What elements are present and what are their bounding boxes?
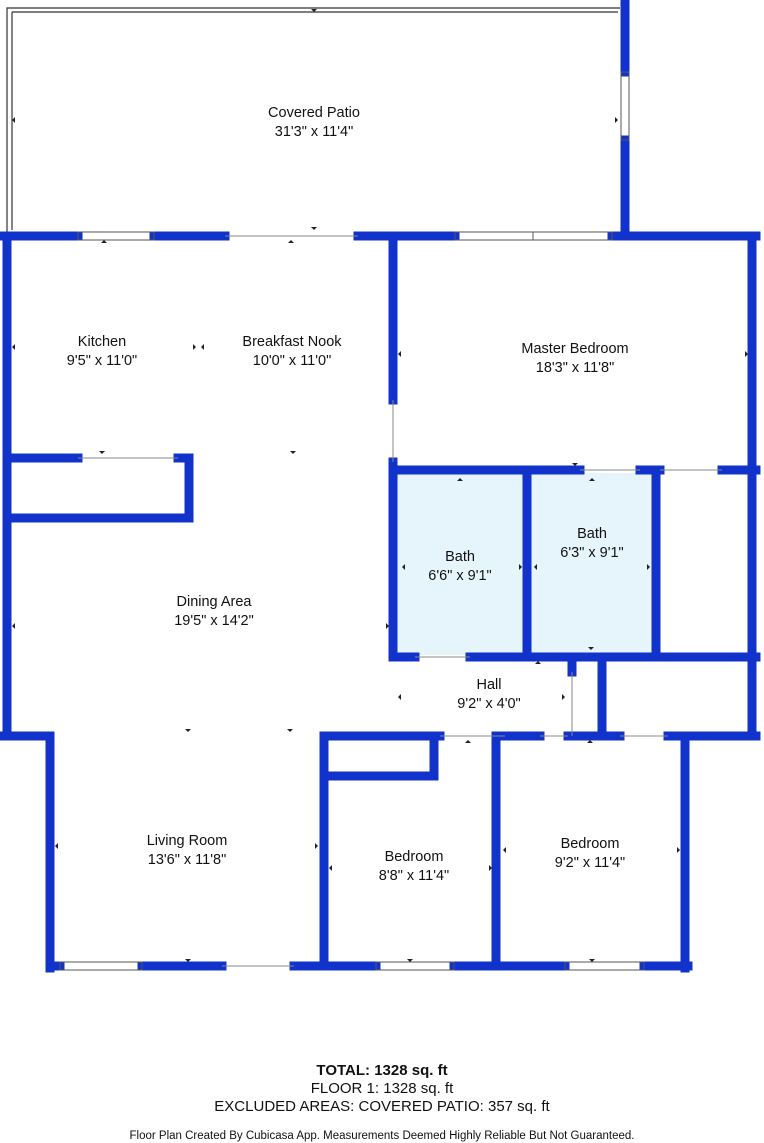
room-covered-patio: Covered Patio 31'3" x 11'4"	[268, 104, 360, 142]
room-dimensions: 8'8" x 11'4"	[378, 868, 450, 884]
measure-markers	[12, 9, 748, 962]
room-name: Breakfast Nook	[242, 334, 342, 350]
room-dimensions: 31'3" x 11'4"	[274, 124, 354, 140]
bath-2-fill	[530, 473, 654, 653]
room-bedroom-2: Bedroom 9'2" x 11'4"	[555, 835, 625, 873]
room-living-room: Living Room 13'6" x 11'8"	[147, 832, 228, 870]
room-dimensions: 6'6" x 9'1"	[428, 568, 492, 584]
room-name: Bath	[577, 526, 607, 542]
room-dimensions: 9'2" x 4'0"	[457, 696, 521, 712]
walls	[0, 0, 761, 973]
room-name: Kitchen	[77, 334, 127, 350]
room-bath-1: Bath 6'6" x 9'1"	[428, 548, 491, 586]
room-dimensions: 6'3" x 9'1"	[560, 545, 624, 561]
room-name: Dining Area	[176, 594, 252, 610]
covered-patio-outline	[6, 7, 620, 232]
room-name: Bath	[445, 549, 475, 565]
excluded-areas-line: EXCLUDED AREAS: COVERED PATIO: 357 sq. f…	[214, 1098, 550, 1115]
room-name: Master Bedroom	[521, 341, 629, 357]
plan-credit: Floor Plan Created By Cubicasa App. Meas…	[129, 1130, 635, 1142]
floor-area-line: FLOOR 1: 1328 sq. ft	[310, 1080, 454, 1097]
room-dimensions: 9'5" x 11'0"	[66, 353, 138, 369]
room-name: Hall	[476, 677, 502, 693]
room-dimensions: 10'0" x 11'0"	[252, 353, 332, 369]
area-total-line: TOTAL: 1328 sq. ft	[0, 1062, 764, 1080]
room-bath-2: Bath 6'3" x 9'1"	[560, 525, 623, 563]
room-dining-area: Dining Area 19'5" x 14'2"	[174, 593, 254, 631]
room-dimensions: 19'5" x 14'2"	[174, 613, 254, 629]
room-dimensions: 9'2" x 11'4"	[554, 855, 626, 871]
door-lines	[78, 235, 722, 967]
room-name: Bedroom	[560, 836, 620, 852]
room-dimensions: 13'6" x 11'8"	[147, 852, 227, 868]
room-dimensions: 18'3" x 11'8"	[535, 360, 615, 376]
windows	[59, 71, 645, 971]
room-bedroom-1: Bedroom 8'8" x 11'4"	[379, 848, 449, 886]
room-breakfast-nook: Breakfast Nook 10'0" x 11'0"	[242, 333, 341, 371]
bath-1-fill	[396, 473, 526, 655]
room-kitchen: Kitchen 9'5" x 11'0"	[67, 333, 137, 371]
room-master-bedroom: Master Bedroom 18'3" x 11'8"	[521, 340, 628, 378]
room-hall: Hall 9'2" x 4'0"	[457, 676, 520, 714]
total-label: TOTAL:	[316, 1062, 371, 1079]
room-name: Bedroom	[384, 849, 444, 865]
room-name: Covered Patio	[268, 105, 360, 121]
room-name: Living Room	[146, 833, 228, 849]
total-value: 1328 sq. ft	[374, 1062, 448, 1079]
